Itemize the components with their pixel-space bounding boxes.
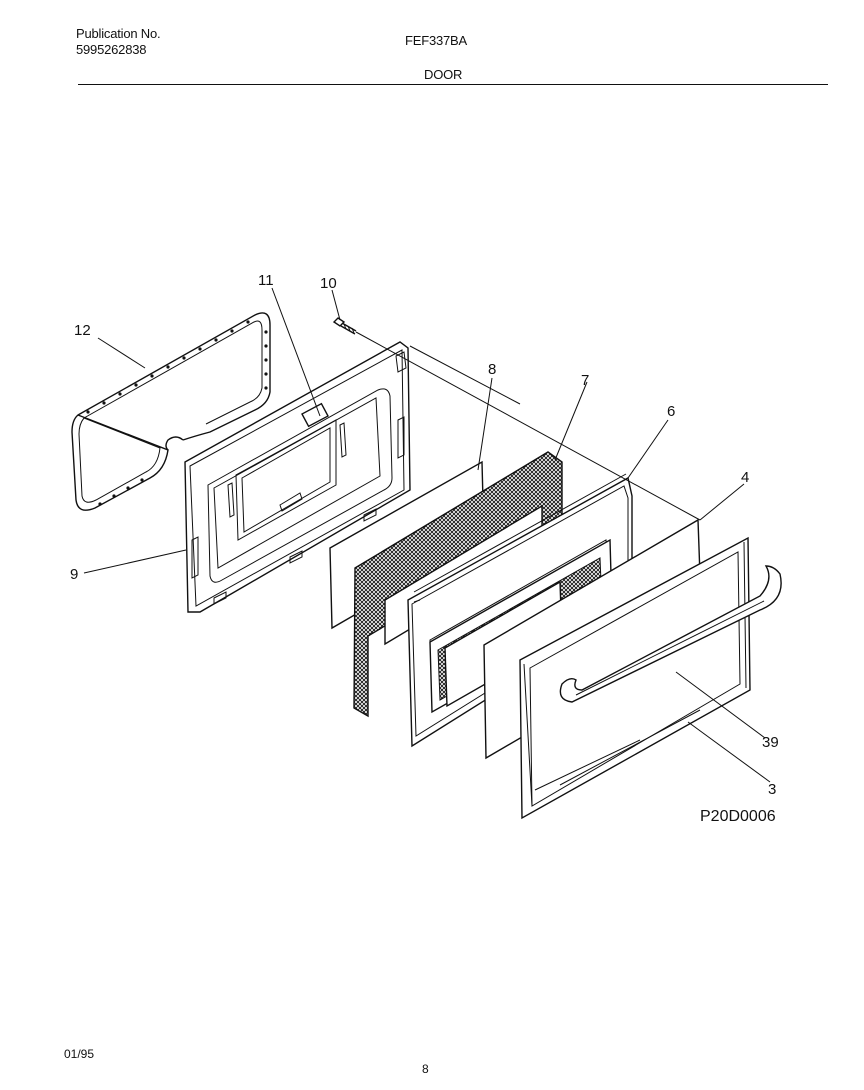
page-number: 8 — [422, 1062, 429, 1076]
publication-date: 01/95 — [64, 1047, 95, 1061]
figure-id: P20D0006 — [700, 808, 776, 825]
callout-9: 9 — [70, 566, 78, 583]
header-divider — [78, 84, 828, 85]
callout-3: 3 — [768, 781, 776, 798]
model-number: FEF337BA — [405, 33, 467, 48]
door-gasket — [71, 312, 271, 511]
section-title: DOOR — [424, 67, 463, 82]
inner-door-liner — [184, 341, 411, 613]
screw — [332, 317, 357, 335]
callout-12: 12 — [74, 322, 91, 339]
callout-7: 7 — [581, 372, 589, 389]
publication-label: Publication No. — [76, 26, 161, 41]
callout-8: 8 — [488, 361, 496, 378]
door-handle — [559, 565, 782, 703]
publication-number: 5995262838 — [76, 42, 147, 57]
callout-6: 6 — [667, 403, 675, 420]
callout-11: 11 — [258, 272, 274, 289]
callout-4: 4 — [741, 469, 749, 486]
callout-39: 39 — [762, 734, 779, 751]
leader-lines — [83, 287, 771, 783]
callout-10: 10 — [320, 275, 337, 292]
outer-door-panel — [519, 536, 751, 820]
